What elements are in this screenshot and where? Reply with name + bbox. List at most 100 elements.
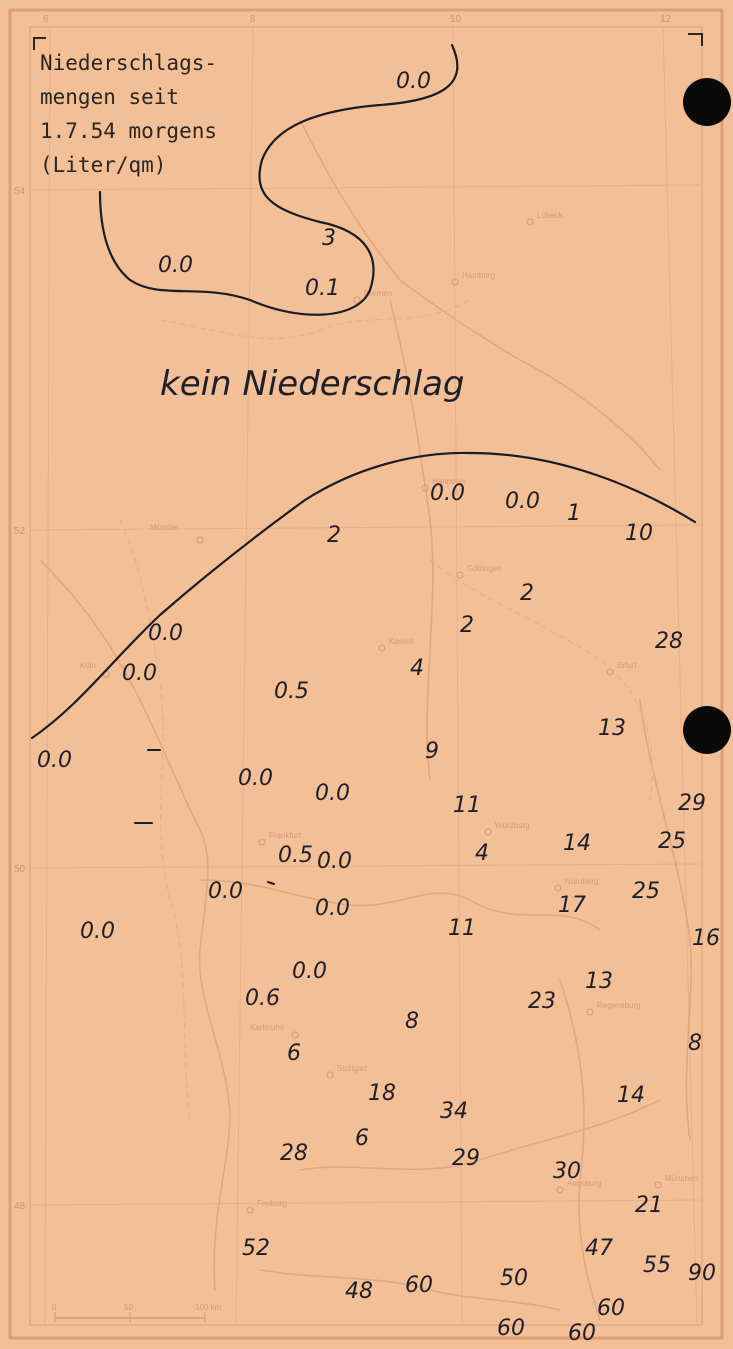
place-label: Köln: [80, 661, 96, 670]
value-label: 10: [625, 521, 653, 546]
hand-dashes: [134, 749, 275, 885]
longitude-label: 10: [450, 14, 462, 25]
value-label: 48: [345, 1279, 373, 1304]
longitude-label: 6: [43, 14, 49, 25]
place-label: Bremen: [364, 289, 392, 298]
value-label: 1: [567, 501, 581, 526]
value-label: 4: [475, 841, 489, 866]
latitude-label: 50: [14, 864, 26, 875]
value-label: 0.1: [305, 276, 340, 301]
value-label: 13: [585, 969, 613, 994]
value-label: 29: [678, 791, 706, 816]
value-label: 0.0: [158, 253, 193, 278]
value-label: 34: [440, 1099, 468, 1124]
longitude-label: 12: [660, 14, 672, 25]
value-label: 52: [242, 1236, 270, 1261]
place-label: Stuttgart: [337, 1064, 368, 1073]
legend-line: mengen seit: [40, 85, 179, 109]
value-label: 13: [598, 716, 626, 741]
value-label: 3: [322, 226, 336, 251]
value-label: 0.0: [430, 481, 465, 506]
value-label: 11: [453, 793, 481, 818]
value-label: 0.6: [245, 986, 280, 1011]
value-label: 0.0: [396, 69, 431, 94]
value-label: 4: [410, 656, 424, 681]
value-label: 0.0: [122, 661, 157, 686]
isolines: [30, 43, 697, 740]
value-label: 47: [585, 1236, 613, 1261]
legend-corner-mark: [688, 33, 703, 46]
place-label: Nürnberg: [565, 877, 598, 886]
value-label: 2: [520, 581, 534, 606]
place-label: Frankfurt: [269, 831, 302, 840]
place-label: Münster: [150, 523, 179, 532]
place-label: Kassel: [389, 637, 413, 646]
value-label: 90: [688, 1261, 716, 1286]
value-label: 25: [632, 879, 660, 904]
value-label: 11: [448, 916, 476, 941]
place-label: München: [665, 1174, 698, 1183]
legend-line: (Liter/qm): [40, 153, 166, 177]
legend-line: 1.7.54 morgens: [40, 119, 217, 143]
scale-label: 50: [124, 1303, 133, 1312]
value-label: 0.0: [80, 919, 115, 944]
place-label: Würzburg: [495, 821, 530, 830]
base-map-places: Hamburg Bremen Hannover Kassel Erfurt Fr…: [80, 211, 698, 1214]
longitude-label: 8: [250, 14, 256, 25]
value-label: 0.5: [274, 679, 309, 704]
legend-line: Niederschlags-: [40, 51, 217, 75]
latitude-label: 48: [14, 1201, 26, 1212]
base-map-rivers: [39, 119, 692, 1321]
place-label: Karlsruhe: [250, 1023, 285, 1032]
value-label: 17: [558, 893, 586, 918]
value-label: 28: [280, 1141, 308, 1166]
value-label: 16: [692, 926, 720, 951]
value-label: 18: [368, 1081, 396, 1106]
value-label: 6: [355, 1126, 369, 1151]
value-label: 0.0: [208, 879, 243, 904]
graticule: [29, 26, 703, 1326]
value-label: 2: [460, 613, 474, 638]
place-label: Hamburg: [462, 271, 495, 280]
value-label: 0.0: [315, 896, 350, 921]
value-label: 55: [643, 1253, 671, 1278]
legend-corner-mark: [33, 37, 46, 50]
value-label: 25: [658, 829, 686, 854]
value-label: 2: [327, 523, 341, 548]
scale-label: 0: [52, 1303, 57, 1312]
value-label: 30: [553, 1159, 581, 1184]
value-label: 28: [655, 629, 683, 654]
value-label: 0.0: [148, 621, 183, 646]
value-label: 0.0: [315, 781, 350, 806]
value-label: 60: [405, 1273, 433, 1298]
value-label: 0.0: [317, 849, 352, 874]
value-label: 60: [497, 1316, 525, 1341]
coordinate-labels: 6 8 10 12 54 52 50 48: [14, 14, 672, 1212]
value-label: 50: [500, 1266, 528, 1291]
value-label: 8: [688, 1031, 702, 1056]
value-label: 0.0: [505, 489, 540, 514]
value-label: 6: [287, 1041, 301, 1066]
place-label: Regensburg: [597, 1001, 641, 1010]
latitude-label: 52: [14, 526, 26, 537]
value-label: 0.0: [238, 766, 273, 791]
place-label: Freiburg: [257, 1199, 287, 1208]
place-label: Hannover: [432, 477, 467, 486]
scale-label: 100 km: [195, 1303, 222, 1312]
scale-bar: 0 50 100 km: [52, 1303, 222, 1322]
map-inner-frame: [29, 26, 703, 1326]
value-label: 23: [528, 989, 556, 1014]
isoline-north: [98, 43, 459, 316]
map-outer-frame: [8, 8, 724, 1340]
value-label: 8: [405, 1009, 419, 1034]
base-map-borders: [119, 299, 654, 1121]
value-label: 60: [597, 1296, 625, 1321]
isoline-central: [30, 451, 697, 740]
value-label: 9: [425, 739, 439, 764]
place-label: Göttingen: [467, 564, 502, 573]
punch-hole: [683, 706, 731, 754]
place-label: Erfurt: [617, 661, 637, 670]
legend: Niederschlags- mengen seit 1.7.54 morgen…: [33, 33, 703, 177]
value-label: 0.5: [278, 843, 313, 868]
